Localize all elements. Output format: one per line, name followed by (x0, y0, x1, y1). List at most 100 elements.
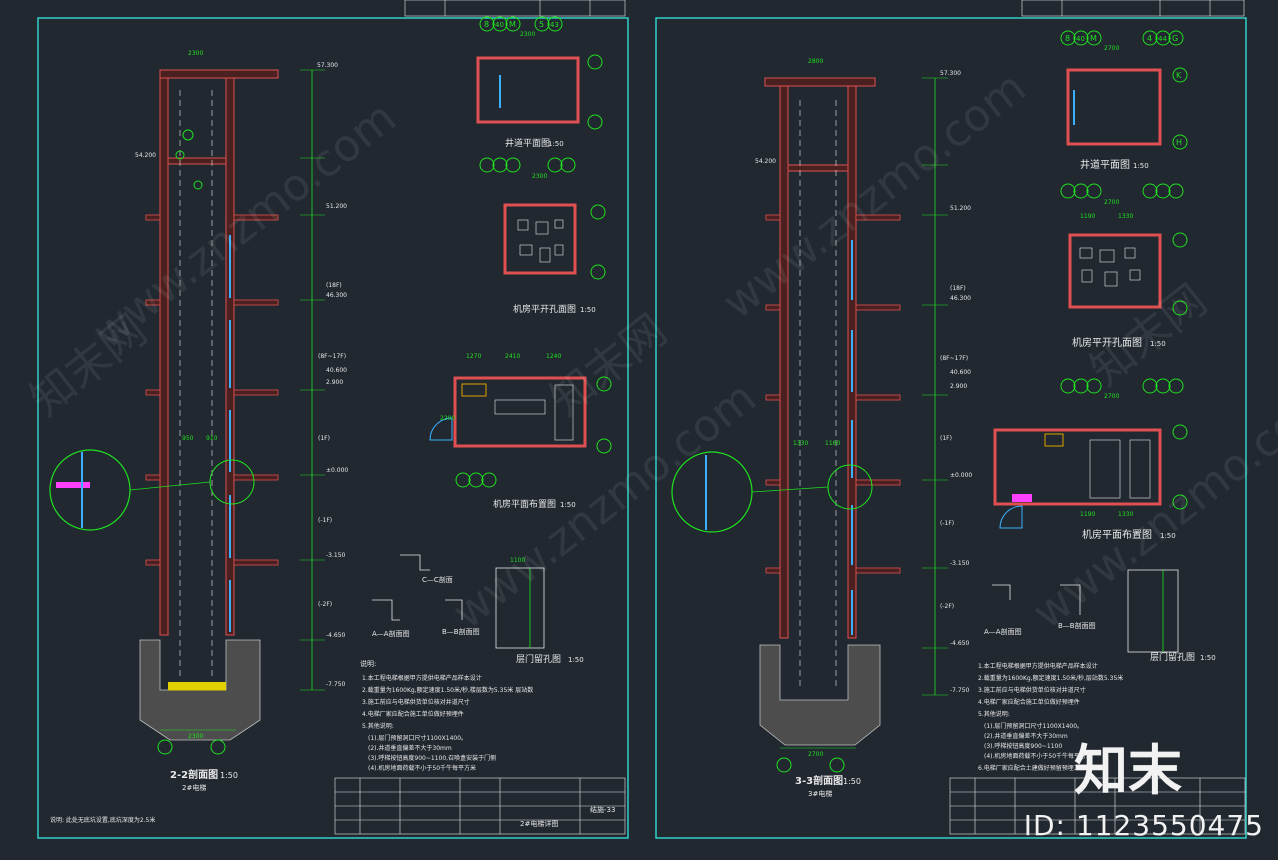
dim-label: 1240 (546, 353, 561, 360)
left-details (372, 554, 545, 649)
left-detail-b: B—B剖面图 (442, 627, 480, 636)
grid-label: 40 (1076, 35, 1085, 43)
right-machine-layout-plan (993, 378, 1188, 529)
level-label: ±0.000 (326, 467, 348, 474)
dim-label: 1330 (1118, 511, 1133, 518)
level-label: 54.200 (135, 152, 156, 159)
level-label: 2.900 (950, 383, 967, 390)
dim-label: 1160 (825, 440, 840, 447)
drawing-code: 结施-33 (590, 805, 615, 814)
level-label: -7.750 (950, 687, 970, 694)
note-line: (1).层门预留洞口尺寸1100X1400。 (368, 734, 467, 742)
dim-label: 910 (206, 435, 218, 442)
right-door-hole-scale: 1:50 (1200, 654, 1216, 662)
grid-label: 4 (1147, 34, 1152, 43)
level-label: -7.750 (326, 681, 346, 688)
dim-label: 2410 (505, 353, 520, 360)
note-line: 1.本工程电梯根据甲方提供电梯产品样本设计 (362, 674, 482, 682)
grid-label: M (509, 20, 516, 29)
grid-label: M (1090, 34, 1097, 43)
grid-label: 8 (1065, 34, 1070, 43)
level-label: 57.300 (940, 70, 961, 77)
left-machine-layout-plan (429, 376, 612, 488)
note-line: 4.电梯厂家应配合施工单位做好预埋件 (978, 698, 1080, 706)
level-label: (-1F) (940, 520, 954, 527)
left-shaft-plan-scale: 1:50 (548, 140, 564, 148)
note-line: 2.载重量为1600Kg,额定速度1.50米/秒,楼层数为5.35米 层站数 (362, 686, 533, 694)
level-label: ±0.000 (950, 472, 972, 479)
grid-label: 40 (495, 21, 504, 29)
note-line: 3.施工前应与电梯供货单位核对井道尺寸 (362, 698, 470, 706)
right-section-view (671, 77, 948, 773)
right-machine-layout-title: 机房平面布置图 (1082, 528, 1152, 541)
left-section-title: 2-2剖面图 (170, 768, 218, 781)
note-line: 3.施工前应与电梯供货单位核对井道尺寸 (978, 686, 1086, 694)
grid-label: 8 (484, 20, 489, 29)
level-label: (-2F) (940, 603, 954, 610)
right-detail-b: B—B剖面图 (1058, 621, 1096, 630)
note-line: (4).机房地面荷载不小于50千牛每平方米 (368, 764, 476, 772)
dim-label: 2300 (532, 173, 547, 180)
note-line: (3).呼梯按钮高度900~1100,召唤盒安装于门侧 (368, 754, 496, 762)
left-detail-a: A—A剖面图 (372, 629, 410, 638)
grid-label: 43 (550, 21, 559, 29)
grid-label: 5 (539, 20, 544, 29)
level-label: (-2F) (318, 601, 332, 608)
note-line: 2.载重量为1600Kg,额定速度1.50米/秒,层站数5.35米 (978, 674, 1123, 682)
left-section-view (49, 69, 325, 755)
level-label: (18F) (326, 282, 342, 289)
level-label: (8F~17F) (940, 355, 968, 362)
note-line: (2).井道垂直偏差不大于30mm (984, 732, 1068, 740)
grid-label: H (1176, 138, 1182, 147)
dim-label: 950 (182, 435, 194, 442)
dim-label: 2700 (1104, 199, 1119, 206)
left-shaft-plan (476, 16, 603, 130)
dim-label: 2300 (188, 50, 203, 57)
right-shaft-plan (1060, 30, 1188, 150)
dim-label: 2700 (1104, 393, 1119, 400)
dim-label: 2300 (188, 733, 203, 740)
level-label: 40.600 (950, 369, 971, 376)
level-label: -4.650 (950, 640, 970, 647)
level-label: (8F~17F) (318, 353, 346, 360)
grid-label: 44 (1158, 35, 1167, 43)
dim-label: 1190 (1080, 213, 1095, 220)
left-machine-layout-scale: 1:50 (560, 501, 576, 509)
right-machine-layout-scale: 1:50 (1160, 532, 1176, 540)
left-machine-layout-title: 机房平面布置图 (493, 498, 556, 510)
left-door-hole-title: 层门留孔图 (516, 653, 561, 665)
right-section-scale: 1:50 (843, 777, 861, 786)
left-machine-hole-scale: 1:50 (580, 306, 596, 314)
level-label: 46.300 (326, 292, 347, 299)
id-label: ID: 1123550475 (1023, 809, 1264, 842)
dim-label: 1270 (466, 353, 481, 360)
right-detail-a: A—A剖面图 (984, 627, 1022, 636)
note-title: 说明: (360, 659, 376, 668)
right-details (992, 569, 1179, 653)
level-label: 2.900 (326, 379, 343, 386)
level-label: 57.300 (317, 62, 338, 69)
level-label: 46.300 (950, 295, 971, 302)
note-line: (2).井道垂直偏差不大于30mm (368, 744, 452, 752)
note-line: 1.本工程电梯根据甲方提供电梯产品样本设计 (978, 662, 1098, 670)
left-sheet-frame (37, 17, 629, 839)
dim-label: 1100 (510, 557, 525, 564)
level-label: 51.200 (326, 203, 347, 210)
right-machine-hole-title: 机房平开孔面图 (1072, 336, 1142, 349)
left-door-hole-scale: 1:50 (568, 656, 584, 664)
level-label: (18F) (950, 285, 966, 292)
level-label: (1F) (940, 435, 952, 442)
dim-label: 2300 (520, 31, 535, 38)
left-machine-hole-plan (479, 157, 606, 280)
brand-logo: 知末 (1074, 739, 1182, 802)
left-section-scale: 1:50 (220, 771, 238, 780)
level-label: -3.150 (950, 560, 970, 567)
grid-label: G (1172, 34, 1178, 43)
drawing-name: 2#电梯详图 (520, 819, 558, 828)
dim-label: 1330 (1118, 213, 1133, 220)
dim-label: 2800 (808, 58, 823, 65)
right-machine-hole-scale: 1:50 (1150, 340, 1166, 348)
right-title-block (949, 777, 1246, 835)
